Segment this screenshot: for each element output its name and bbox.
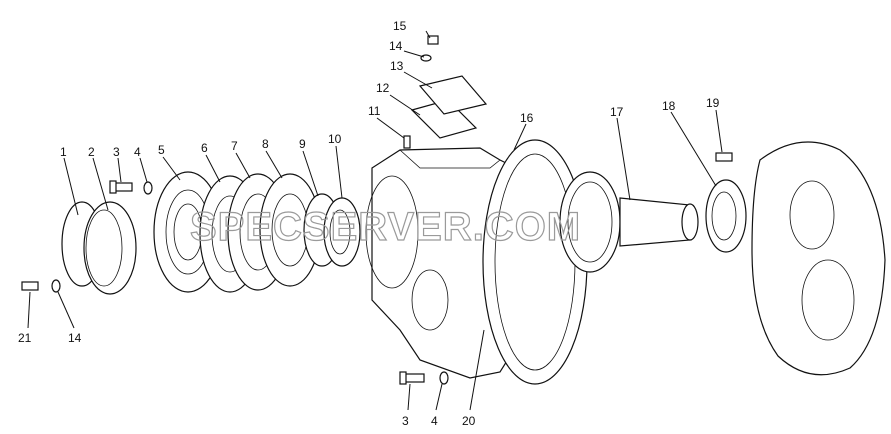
part-bolt-top (109, 180, 133, 194)
label-19: 19 (706, 96, 720, 110)
part-shaft-bearing (705, 179, 747, 253)
label-7: 7 (231, 139, 238, 153)
part-nut-top (420, 54, 432, 62)
label-3-bottom: 3 (402, 414, 409, 428)
label-12: 12 (376, 81, 390, 95)
label-6: 6 (201, 141, 208, 155)
label-17: 17 (610, 105, 624, 119)
label-4-top: 4 (134, 145, 141, 159)
label-15: 15 (393, 19, 407, 33)
label-14-bottom: 14 (68, 331, 82, 345)
label-2: 2 (88, 145, 95, 159)
label-10: 10 (328, 132, 342, 146)
label-9: 9 (299, 137, 306, 151)
label-14-top: 14 (389, 39, 403, 53)
label-11: 11 (368, 104, 381, 118)
label-8: 8 (262, 137, 269, 151)
part-labels: 1 2 3 4 5 6 7 8 9 10 11 12 13 14 15 16 1… (18, 19, 720, 428)
label-13: 13 (390, 59, 404, 73)
part-washer-bottom (439, 371, 449, 385)
part-end-cover (751, 141, 886, 376)
label-20: 20 (462, 414, 476, 428)
label-5: 5 (158, 143, 165, 157)
part-top-cover (418, 75, 488, 115)
part-gasket-8 (259, 173, 321, 287)
watermark-text: SPECSERVER.COM (190, 205, 581, 249)
part-pin (715, 152, 733, 162)
part-nut-cap (427, 35, 439, 45)
label-3-top: 3 (113, 145, 120, 159)
part-stud (403, 135, 411, 149)
label-4-bottom: 4 (431, 414, 438, 428)
part-washer-14-left (51, 279, 61, 293)
label-1: 1 (60, 145, 67, 159)
part-flange-cover (83, 201, 137, 295)
part-bolt-21 (21, 281, 39, 291)
part-bolt-bottom (399, 371, 425, 385)
label-18: 18 (662, 99, 676, 113)
part-washer-top (143, 181, 153, 195)
label-16: 16 (520, 111, 534, 125)
label-21: 21 (18, 331, 32, 345)
part-gear-shaft (559, 171, 699, 273)
leader-lines (27, 30, 723, 411)
